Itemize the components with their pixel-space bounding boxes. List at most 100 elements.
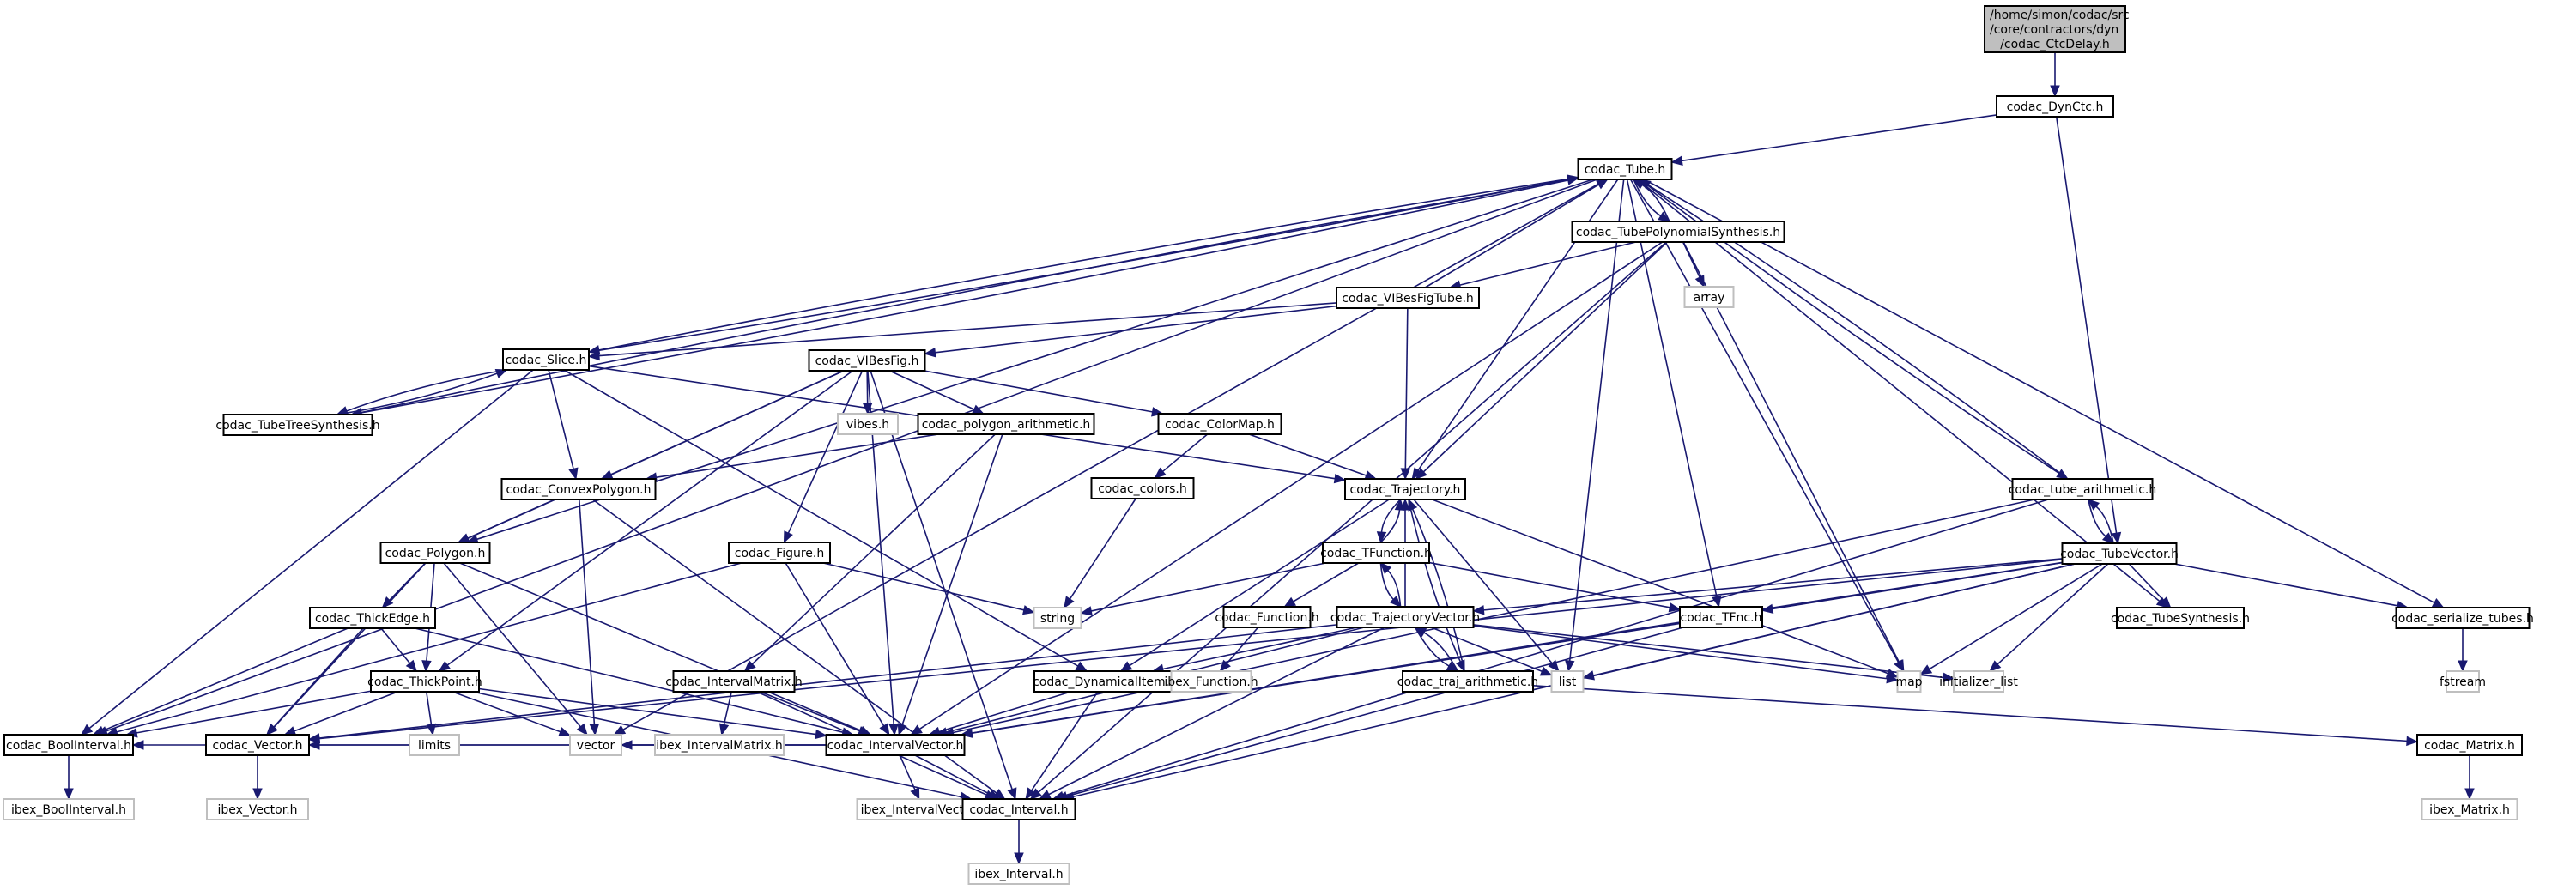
edge-TubeVector-to-TFnc [1761,561,2063,615]
node-vector[interactable]: codac_Vector.h [205,734,310,756]
arrowhead-icon [1639,179,1652,190]
node-dynitem[interactable]: codac_DynamicalItem.h [1033,670,1177,693]
node-box [2416,734,2523,756]
node-trajarith[interactable]: codac_traj_arithmetic.h [1397,670,1538,693]
arrowhead-icon [1379,562,1392,574]
node-label: codac_Tube.h [1585,163,1666,177]
node-box [728,542,831,564]
node-box [808,349,926,372]
edge-Figure-to-IntervalVector [785,562,890,736]
edge-line [1162,433,1209,472]
edge-line [548,369,574,469]
arrowhead-icon [910,724,923,736]
edge-IntervalMatrix-to-ibexIntervalMatrix [718,691,733,736]
node-box [1222,606,1312,628]
edge-IntervalVector-to-ibexIntervalVector [899,754,920,801]
edge-Trajectory-to-TFunction [1376,499,1402,544]
edge-line [1408,499,1462,663]
node-trajvector[interactable]: codac_TrajectoryVector.h [1330,606,1480,628]
node-function[interactable]: codac_Function.h [1215,606,1319,628]
node-box [2011,478,2154,500]
node-tubesynth[interactable]: codac_TubeSynthesis.h [2111,607,2250,629]
node-convexpolygon[interactable]: codac_ConvexPolygon.h [500,478,657,500]
edge-VIBesFigTube-to-Trajectory [1400,307,1411,481]
node-thickpoint[interactable]: codac_ThickPoint.h [367,670,482,693]
node-trajectory[interactable]: codac_Trajectory.h [1344,478,1466,500]
arrowhead-icon [421,660,432,673]
node-box [2446,670,2480,693]
node-limits: limits [409,734,460,756]
edge-line [822,562,1025,611]
node-tfunction[interactable]: codac_TFunction.h [1320,542,1432,564]
node-tfnc[interactable]: codac_TFnc.h [1679,606,1763,628]
edge-line [656,433,939,478]
node-ibexvector: ibex_Vector.h [206,798,309,820]
edge-line [971,561,2063,734]
node-vibesfig[interactable]: codac_VIBesFig.h [808,349,926,372]
arrowhead-icon [2087,499,2100,511]
arrowhead-icon [718,723,730,736]
node-tubevector[interactable]: codac_TubeVector.h [2060,542,2179,565]
edge-line [1379,509,1401,543]
node-box [309,607,436,629]
node-slice[interactable]: codac_Slice.h [502,348,590,371]
edge-VIBesFigTube-to-Slice [587,302,1337,361]
node-polyarith[interactable]: codac_polygon_arithmetic.h [917,413,1095,435]
edge-line [1413,499,1553,664]
node-tubepoly[interactable]: codac_TubePolynomialSynthesis.h [1571,221,1785,243]
node-dynctc[interactable]: codac_DynCtc.h [1996,95,2114,118]
edge-TrajVector-to-list [1430,627,1553,676]
edge-line [787,370,864,534]
edges-layer [64,52,2475,865]
node-serialize[interactable]: codac_serialize_tubes.h [2391,607,2534,629]
node-matrix[interactable]: codac_Matrix.h [2416,734,2523,756]
node-thickedge[interactable]: codac_ThickEdge.h [309,607,436,629]
node-interval[interactable]: codac_Interval.h [961,798,1076,820]
edge-Slice-to-ConvexPolygon [548,369,579,481]
arrowhead-icon [815,729,827,740]
edge-line [1428,561,1670,608]
node-intervalmatrix[interactable]: codac_IntervalMatrix.h [665,670,803,693]
node-tubearith[interactable]: codac_tube_arithmetic.h [2009,478,2157,500]
edge-line [136,690,372,734]
arrowhead-icon [1389,596,1402,608]
edge-line [318,624,1337,739]
edge-TubeTree-to-Tube [351,175,1579,415]
edge-TubeVector-to-map [1919,563,2103,675]
edge-line [346,369,507,412]
edge-line [563,369,1079,667]
edge-line [888,370,975,410]
arrowhead-icon [1408,498,1418,512]
node-tubetree[interactable]: codac_TubeTreeSynthesis.h [215,414,380,436]
node-figure[interactable]: codac_Figure.h [728,542,831,564]
arrowhead-icon [1472,605,1485,615]
edge-line [1430,627,1543,672]
arrowhead-icon [1038,790,1052,800]
arrowhead-icon [1022,605,1035,615]
edge-line [899,754,916,790]
node-polygon[interactable]: codac_Polygon.h [379,542,491,564]
edge-ConvexPolygon-to-vector [579,499,600,736]
node-boolinterval[interactable]: codac_BoolInterval.h [3,734,134,756]
node-intervalvector[interactable]: codac_IntervalVector.h [825,734,966,756]
node-ibexmatrix: ibex_Matrix.h [2421,798,2518,820]
node-box [1984,5,2126,53]
node-box [500,478,657,500]
node-label: codac_ThickEdge.h [315,612,430,626]
arrowhead-icon [405,659,417,673]
arrowhead-icon [1894,659,1905,673]
node-vibesfigtube[interactable]: codac_VIBesFigTube.h [1336,287,1480,309]
node-root-file[interactable]: /home/simon/codac/src/core/contractors/d… [1984,5,2130,53]
node-colormap[interactable]: codac_ColorMap.h [1157,413,1282,435]
edge-line [1248,433,1367,476]
arrowhead-icon [1989,660,2002,672]
node-tube[interactable]: codac_Tube.h [1577,158,1673,180]
edge-line [478,687,816,736]
arrowhead-icon [589,724,600,736]
edge-line [1929,563,2103,670]
node-label: array [1694,291,1725,305]
edge-TubeVector-to-serialize [2173,563,2409,611]
edge-root-to-DynCtc [2050,52,2060,98]
node-label: codac_ColorMap.h [1165,418,1275,432]
node-colors[interactable]: codac_colors.h [1090,477,1195,499]
